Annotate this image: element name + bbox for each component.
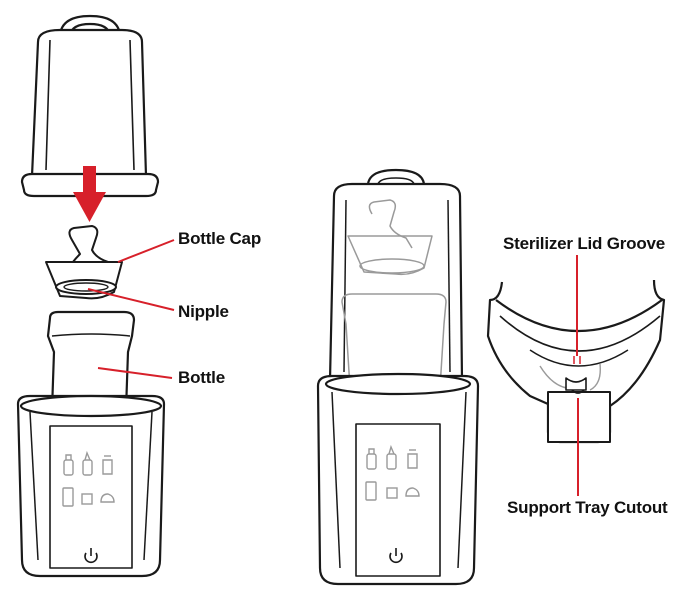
battery-icon [62, 487, 74, 507]
jar-icon [407, 449, 418, 469]
bottle-icon [63, 454, 74, 476]
milk-bottle-icon [386, 444, 397, 470]
label-bottle-cap: Bottle Cap [178, 229, 262, 248]
timer-icon [81, 493, 93, 505]
leader-bottle [97, 367, 173, 379]
sterilizer-lid [20, 14, 160, 198]
down-arrow-icon [73, 166, 106, 222]
power-icon [389, 548, 403, 564]
middle-panel-icons [365, 444, 420, 501]
power-icon [84, 548, 98, 564]
leader-nipple [87, 288, 175, 311]
label-nipple: Nipple [178, 302, 229, 321]
label-support-tray-cutout: Support Tray Cutout [507, 498, 668, 517]
label-sterilizer-lid-groove: Sterilizer Lid Groove [503, 234, 666, 253]
left-panel-icons [62, 450, 115, 507]
steam-icon [405, 487, 420, 497]
timer-icon [386, 487, 398, 499]
assembled-sterilizer [316, 168, 480, 586]
label-bottle: Bottle [178, 368, 225, 387]
bottle-cap-nipple [45, 225, 123, 300]
bottle-icon [366, 448, 377, 470]
leader-bottle-cap [117, 239, 175, 263]
battery-icon [365, 481, 377, 501]
steam-icon [100, 493, 115, 503]
milk-bottle-icon [82, 450, 93, 476]
jar-icon [102, 455, 113, 475]
